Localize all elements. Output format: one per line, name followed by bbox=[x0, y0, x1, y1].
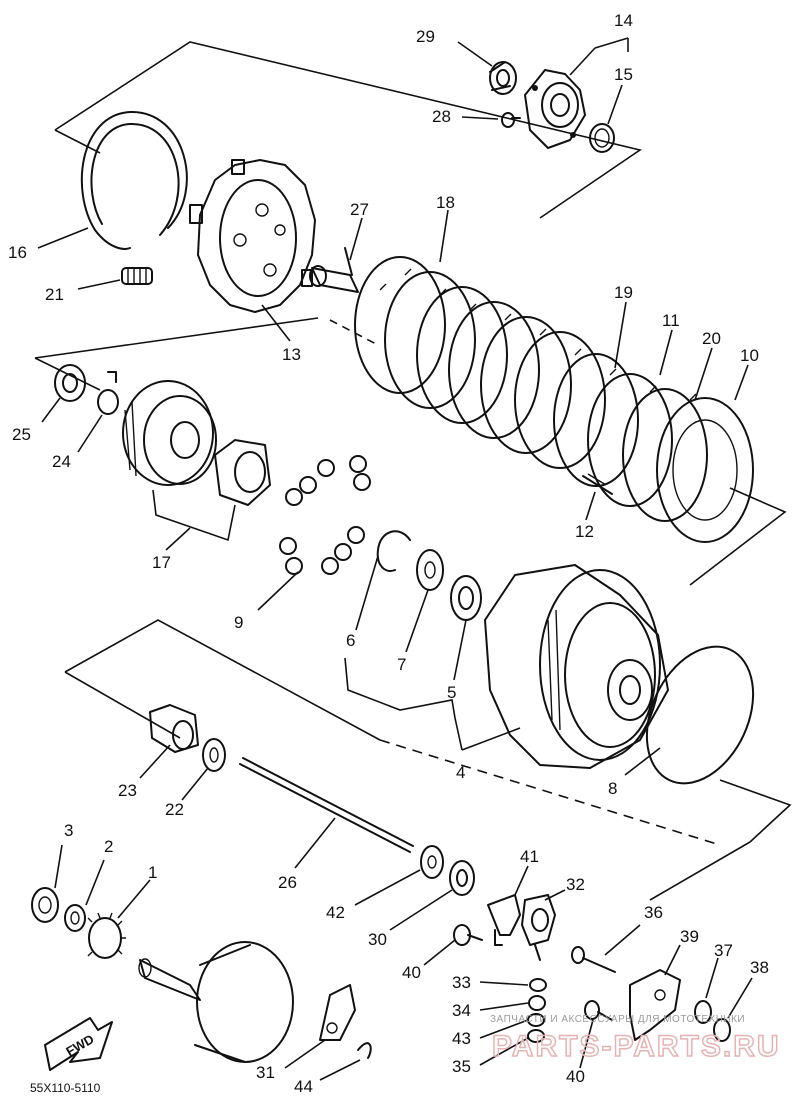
callout-9: 9 bbox=[234, 613, 243, 632]
callout-33: 33 bbox=[452, 973, 471, 992]
part-39-bracket bbox=[629, 969, 681, 1041]
callout-13: 13 bbox=[282, 345, 301, 364]
part-34-spacer bbox=[528, 995, 546, 1011]
part-9-balls bbox=[279, 455, 371, 575]
part-17-center-hub bbox=[214, 439, 271, 506]
part-15-circlip bbox=[589, 123, 615, 153]
part-17-clutch-boss bbox=[122, 380, 217, 486]
part-27-push-rod bbox=[309, 247, 359, 293]
callout-40: 40 bbox=[402, 963, 421, 982]
part-30-seal bbox=[449, 860, 475, 896]
part-36-bolt bbox=[571, 946, 616, 973]
clutch-plate-stack bbox=[354, 256, 754, 543]
part-32-lever-arm bbox=[521, 894, 556, 961]
callout-17: 17 bbox=[152, 553, 171, 572]
callout-11: 11 bbox=[662, 311, 680, 330]
group-frame-lower bbox=[64, 619, 792, 901]
callout-29: 29 bbox=[416, 27, 435, 46]
callout-28: 28 bbox=[432, 107, 451, 126]
part-13-pressure-plate bbox=[189, 159, 316, 313]
callout-42: 42 bbox=[326, 903, 345, 922]
part-29-seal bbox=[489, 61, 517, 95]
callout-36: 36 bbox=[644, 903, 663, 922]
part-42-washer bbox=[420, 845, 444, 879]
callout-15: 15 bbox=[614, 65, 633, 84]
callout-44: 44 bbox=[294, 1077, 313, 1096]
part-1-gear bbox=[87, 912, 126, 959]
callout-22: 22 bbox=[165, 800, 184, 819]
part-2-washer bbox=[64, 904, 86, 932]
part-4-clutch-housing bbox=[484, 564, 669, 769]
callout-21: 21 bbox=[45, 285, 64, 304]
part-37-washer bbox=[694, 1000, 712, 1024]
part-8-o-ring bbox=[645, 645, 755, 785]
part-6-circlip bbox=[376, 530, 411, 572]
callout-26: 26 bbox=[278, 873, 297, 892]
fwd-arrow-icon: FWD bbox=[44, 1017, 113, 1071]
part-22-washer bbox=[202, 738, 226, 772]
callout-41: 41 bbox=[520, 847, 539, 866]
part-25-seal bbox=[54, 364, 86, 402]
callout-6: 6 bbox=[346, 631, 355, 650]
callout-37: 37 bbox=[714, 941, 733, 960]
callout-16: 16 bbox=[8, 243, 27, 262]
callout-27: 27 bbox=[350, 200, 369, 219]
callout-18: 18 bbox=[436, 193, 455, 212]
part-24-lock-washer bbox=[97, 371, 119, 415]
callout-labels: 29 14 15 28 16 21 13 27 18 19 11 20 10 1… bbox=[8, 11, 769, 1096]
callout-30: 30 bbox=[368, 930, 387, 949]
callout-20: 20 bbox=[702, 329, 721, 348]
callout-5: 5 bbox=[447, 683, 456, 702]
part-12-bolt bbox=[582, 473, 613, 495]
part-28-screw bbox=[501, 112, 521, 128]
watermark-small: ЗАПЧАСТИ И АКСЕССУАРЫ ДЛЯ МОТОТЕХНИКИ bbox=[490, 1014, 745, 1025]
group-frame-middle bbox=[34, 317, 787, 586]
part-41-lever bbox=[487, 894, 521, 946]
crankshaft-assembly bbox=[138, 941, 294, 1063]
part-40-bolt-lower bbox=[584, 1000, 613, 1021]
part-35-nut bbox=[527, 1029, 545, 1043]
callout-23: 23 bbox=[118, 781, 137, 800]
callout-12: 12 bbox=[575, 522, 594, 541]
part-23-push-lever bbox=[149, 704, 199, 753]
callout-39: 39 bbox=[680, 927, 699, 946]
callout-10: 10 bbox=[740, 346, 759, 365]
part-38-nut bbox=[713, 1018, 731, 1042]
part-33-washer bbox=[529, 978, 547, 992]
callout-1: 1 bbox=[148, 863, 157, 882]
diagram-code: 55X110-5110 bbox=[30, 1081, 101, 1095]
callout-32: 32 bbox=[566, 875, 585, 894]
callout-24: 24 bbox=[52, 452, 71, 471]
callout-3: 3 bbox=[64, 821, 73, 840]
callout-8: 8 bbox=[608, 779, 617, 798]
callout-35: 35 bbox=[452, 1057, 471, 1076]
part-7-washer bbox=[416, 549, 444, 591]
part-5-bearing bbox=[450, 575, 482, 621]
part-3-nut bbox=[31, 887, 59, 923]
callout-4: 4 bbox=[456, 763, 465, 782]
group-frame-upper bbox=[54, 41, 642, 219]
callout-34: 34 bbox=[452, 1001, 471, 1020]
part-44-circlip bbox=[357, 1042, 372, 1059]
callout-2: 2 bbox=[104, 837, 113, 856]
part-40-bolt bbox=[453, 924, 483, 946]
part-16-wire-ring bbox=[80, 110, 188, 250]
callout-43: 43 bbox=[452, 1029, 471, 1048]
part-26-push-rod bbox=[239, 757, 414, 853]
part-14-bearing-housing bbox=[524, 69, 586, 149]
callout-31: 31 bbox=[256, 1063, 275, 1082]
leader-lines bbox=[37, 37, 753, 1081]
callout-19: 19 bbox=[614, 283, 633, 302]
watermark-big: PARTS-PARTS.RU bbox=[492, 1030, 781, 1063]
part-31-lever bbox=[319, 984, 356, 1041]
callout-40-lower: 40 bbox=[566, 1067, 585, 1086]
callout-14: 14 bbox=[614, 11, 633, 30]
fwd-label: FWD bbox=[63, 1031, 96, 1059]
callout-25: 25 bbox=[12, 425, 31, 444]
callout-38: 38 bbox=[750, 958, 769, 977]
part-21-spring bbox=[121, 267, 153, 285]
callout-7: 7 bbox=[397, 655, 406, 674]
